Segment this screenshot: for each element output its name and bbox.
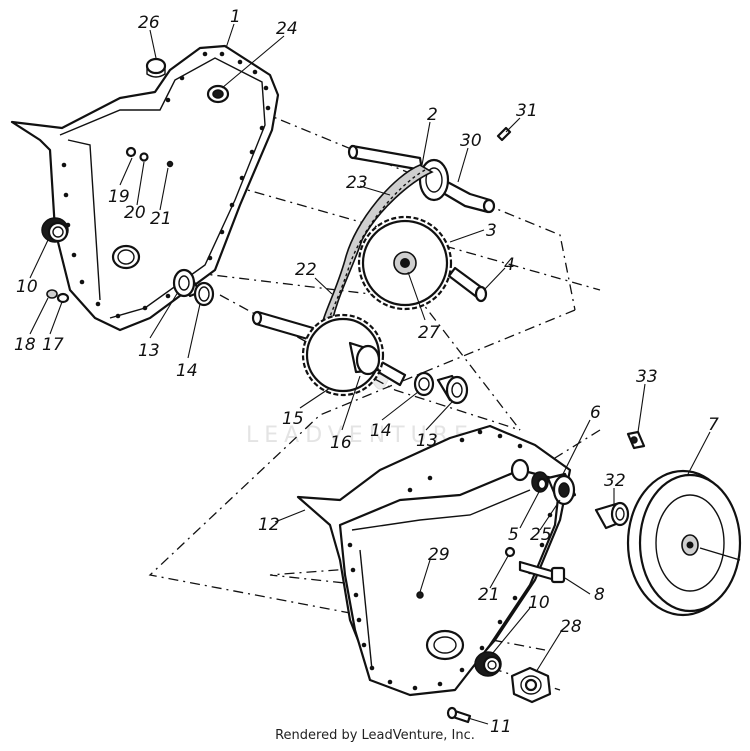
callout-3: 3 bbox=[486, 221, 497, 241]
callout-23: 23 bbox=[346, 173, 368, 193]
callout-33: 33 bbox=[636, 367, 658, 387]
screw-33 bbox=[626, 430, 646, 450]
callout-11: 11 bbox=[490, 717, 512, 737]
callout-13-right: 13 bbox=[416, 431, 438, 451]
callout-14-right: 14 bbox=[370, 421, 392, 441]
sprocket-3 bbox=[357, 215, 453, 311]
render-credit: Rendered by LeadVenture, Inc. bbox=[275, 728, 475, 743]
callouts: 26 1 24 2 30 31 23 19 20 21 3 4 22 27 10… bbox=[14, 7, 719, 737]
sprocket-30 bbox=[418, 158, 450, 202]
left-housing-half bbox=[10, 44, 280, 332]
callout-32: 32 bbox=[604, 471, 626, 491]
callout-28: 28 bbox=[560, 617, 582, 637]
callout-12: 12 bbox=[258, 515, 280, 535]
bearing-5 bbox=[531, 471, 549, 493]
sprocket-16 bbox=[301, 313, 385, 397]
screw-29 bbox=[416, 591, 424, 599]
seal-10-left bbox=[41, 217, 69, 243]
callout-15: 15 bbox=[282, 409, 304, 429]
callout-22: 22 bbox=[295, 260, 317, 280]
callout-2: 2 bbox=[427, 105, 438, 125]
bolt-8 bbox=[504, 546, 566, 584]
seal-10-right bbox=[474, 651, 502, 677]
callout-8: 8 bbox=[594, 585, 605, 605]
callout-7: 7 bbox=[708, 415, 719, 435]
callout-25: 25 bbox=[530, 525, 552, 545]
callout-20: 20 bbox=[124, 203, 146, 223]
spacer-14-right bbox=[413, 371, 435, 397]
right-housing-half bbox=[296, 424, 572, 697]
watermark: LEADVENTURE bbox=[246, 370, 474, 448]
callout-6: 6 bbox=[590, 403, 601, 423]
callout-14-left: 14 bbox=[176, 361, 198, 381]
shaft-4 bbox=[447, 266, 488, 303]
nut-28 bbox=[510, 666, 552, 704]
spacer-14-left bbox=[193, 281, 215, 307]
bolt-26 bbox=[145, 57, 167, 78]
callout-5: 5 bbox=[508, 525, 519, 545]
callout-31: 31 bbox=[516, 101, 538, 121]
callout-10-right: 10 bbox=[528, 593, 550, 613]
watermark-text: LEADVENTURE bbox=[246, 423, 474, 448]
leader-lines bbox=[29, 23, 711, 725]
right-housing-holes bbox=[347, 429, 553, 691]
nut-18-washer-17 bbox=[46, 289, 70, 304]
housing-holes bbox=[61, 51, 271, 319]
callout-30: 30 bbox=[460, 131, 482, 151]
callout-29: 29 bbox=[428, 545, 450, 565]
callout-13-left: 13 bbox=[138, 341, 160, 361]
callout-26: 26 bbox=[138, 13, 160, 33]
callout-10-left: 10 bbox=[16, 277, 38, 297]
hub-25 bbox=[546, 472, 577, 506]
screw-11 bbox=[446, 706, 472, 724]
bushing-32 bbox=[594, 501, 630, 530]
callout-17: 17 bbox=[42, 335, 64, 355]
callout-21-right: 21 bbox=[478, 585, 500, 605]
callout-21-left: 21 bbox=[150, 209, 172, 229]
pulley-7 bbox=[626, 469, 742, 617]
callout-1: 1 bbox=[230, 7, 241, 27]
callout-4: 4 bbox=[504, 255, 515, 275]
callout-19: 19 bbox=[108, 187, 130, 207]
callout-18: 18 bbox=[14, 335, 36, 355]
bushing-13-right bbox=[436, 374, 469, 405]
callout-27: 27 bbox=[418, 323, 440, 343]
callout-16: 16 bbox=[330, 433, 352, 453]
callout-24: 24 bbox=[276, 19, 298, 39]
fasteners-19-20-21 bbox=[125, 146, 174, 168]
